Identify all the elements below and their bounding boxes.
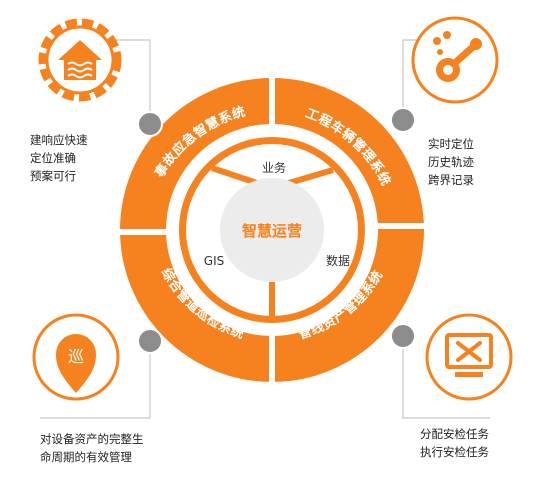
connector-bottom-right [402,336,490,419]
note-line: 历史轨迹 [428,155,474,169]
note-line: 定位准确 [30,151,76,165]
patrol-glyph: 巡 [68,347,84,366]
connector-dot-top-right [390,107,416,133]
inner-label-gis: GIS [204,254,224,268]
inner-label-business: 业务 [262,160,286,175]
note-line: 跨界记录 [428,173,474,187]
note-line: 分配安检任务 [420,427,489,441]
connector-dot-bottom-right [390,323,416,349]
connector-bottom-left [40,341,151,419]
note-line: 预案可行 [30,169,76,183]
center-hub [220,178,324,282]
connector-dot-bottom-left [137,328,163,354]
note-line: 实时定位 [428,137,474,151]
connector-top-left [105,39,151,124]
patrol-pin-icon: 巡 [32,313,120,401]
note-line: 对设备资产的完整生 [40,432,144,446]
note-bottom-right: 分配安检任务 执行安检任务 [420,425,489,461]
inner-label-data: 数据 [326,253,350,268]
house-gear-icon [38,18,122,102]
vehicle-key-icon [411,16,499,104]
note-top-left: 建响应快速 定位准确 预案可行 [30,131,88,185]
center-label: 智慧运营 [242,222,302,240]
outer-ring: 智慧运营 [114,72,430,388]
note-line: 建响应快速 [30,133,88,147]
note-line: 命周期的有效管理 [40,450,132,464]
connector-dot-top-left [137,111,163,137]
note-top-right: 实时定位 历史轨迹 跨界记录 [428,135,474,189]
note-bottom-left: 对设备资产的完整生 命周期的有效管理 [40,430,144,466]
monitor-tools-icon [425,313,513,401]
note-line: 执行安检任务 [420,445,489,459]
